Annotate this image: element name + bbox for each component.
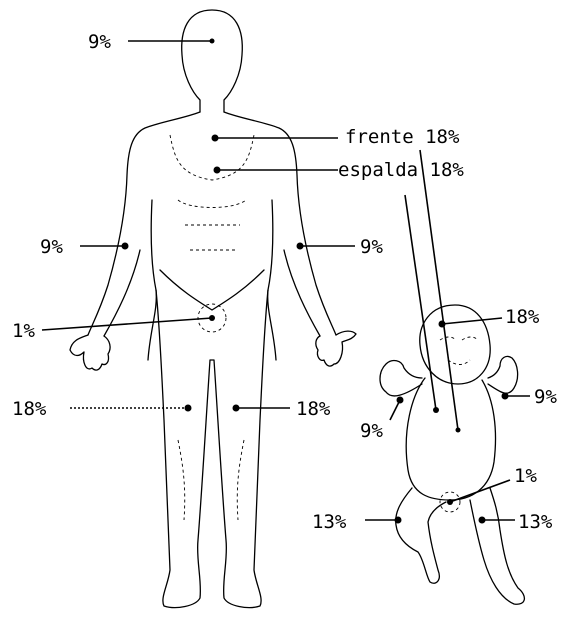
baby-left-leg-label: 13%: [312, 511, 347, 533]
adult-hip-line: [160, 270, 264, 310]
adult-right-leg-label: 18%: [296, 398, 331, 420]
pointer-lines: [42, 39, 530, 524]
adult-legs-outline: [156, 290, 268, 608]
adult-chest-detail: [170, 135, 254, 250]
adult-right-arm-label: 9%: [360, 236, 383, 258]
adult-back-label: espalda 18%: [338, 159, 464, 181]
adult-left-arm-label: 9%: [40, 236, 63, 258]
percentage-labels: 9% frente 18% espalda 18% 9% 9% 1% 18% 1…: [12, 31, 557, 533]
adult-left-leg-label: 18%: [12, 398, 47, 420]
baby-left-arm: [380, 361, 422, 396]
adult-head-outline: [182, 10, 243, 112]
adult-torso-outline: [88, 112, 336, 335]
adult-left-hand: [70, 335, 110, 370]
baby-body-outline: [406, 378, 495, 500]
adult-flank-outline: [104, 200, 320, 360]
adult-genitals-label: 1%: [12, 320, 35, 342]
adult-right-hand: [316, 331, 356, 366]
baby-right-arm: [488, 356, 518, 393]
adult-knee-detail: [178, 440, 244, 520]
baby-figure: [380, 305, 524, 604]
baby-left-arm-label: 9%: [360, 420, 383, 442]
adult-head-label: 9%: [88, 31, 111, 53]
baby-head-label: 18%: [505, 306, 540, 328]
baby-right-leg: [470, 488, 524, 604]
baby-genitals-label: 1%: [514, 465, 537, 487]
baby-right-leg-label: 13%: [518, 511, 553, 533]
baby-right-arm-label: 9%: [534, 386, 557, 408]
adult-front-label: frente 18%: [345, 126, 460, 148]
baby-left-leg: [396, 488, 446, 583]
